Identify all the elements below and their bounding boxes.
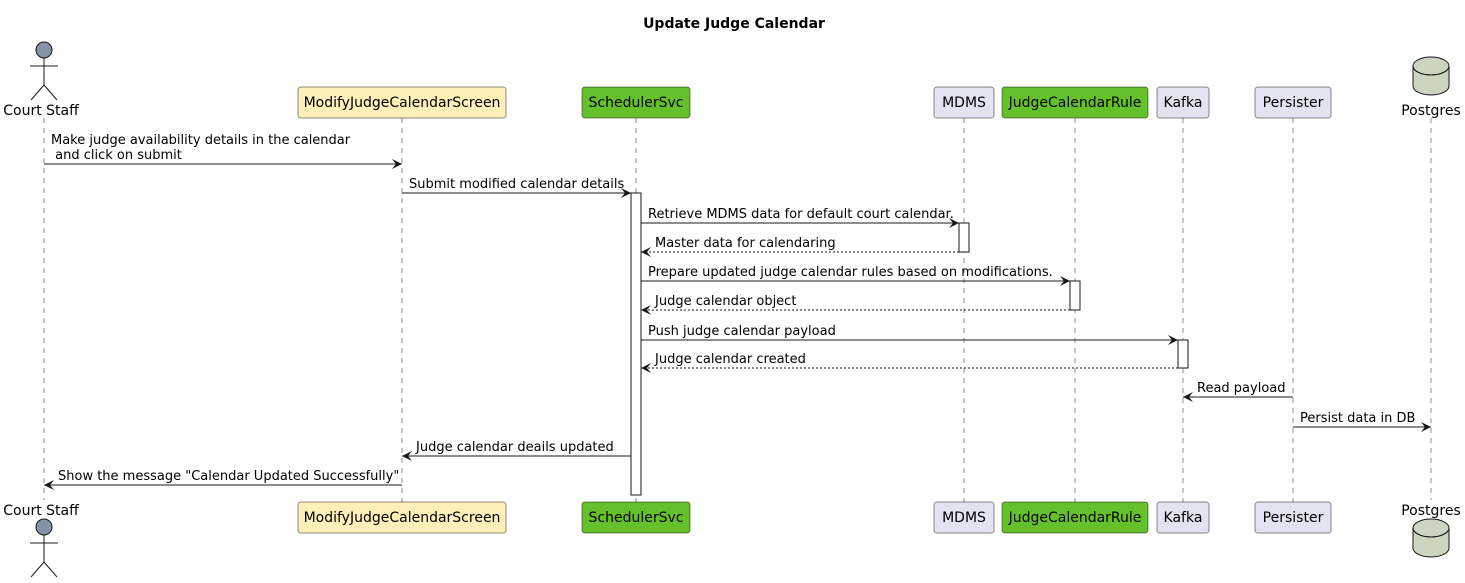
participant-scheduler: SchedulerSvc [581,86,691,119]
messages: Make judge availability details in the c… [44,133,1431,490]
message-5: Prepare updated judge calendar rules bas… [641,265,1070,286]
activation-bar-kafka [1177,339,1189,369]
message-label: Master data for calendaring [655,236,836,251]
participant-kafka: Kafka [1156,86,1210,119]
message-6: Judge calendar object [641,294,1070,315]
participant-persister: Persister [1254,501,1332,534]
participant-label: Court Staff [3,103,79,119]
participant-label: Persister [1263,510,1324,526]
participant-screen: ModifyJudgeCalendarScreen [297,86,507,119]
message-3: Retrieve MDMS data for default court cal… [641,207,959,228]
message-label: Make judge availability details in the c… [51,133,351,148]
message-12: Show the message "Calendar Updated Succe… [44,469,402,490]
message-2: Submit modified calendar details [402,177,631,198]
message-10: Persist data in DB [1293,411,1431,432]
participant-label: MDMS [942,510,986,526]
participant-scheduler: SchedulerSvc [581,501,691,534]
message-label: Judge calendar deails updated [415,440,614,455]
actor-court-staff: Court Staff [3,503,79,578]
message-1: Make judge availability details in the c… [44,133,402,169]
message-label: Judge calendar object [654,294,796,309]
activation-bar-scheduler [630,192,642,496]
participant-label: ModifyJudgeCalendarScreen [304,510,501,526]
participant-mdms: MDMS [933,501,995,534]
actor-court-staff: Court Staff [3,41,79,119]
participant-label: JudgeCalendarRule [1008,510,1142,526]
actor-head-icon [35,518,53,536]
message-label: Retrieve MDMS data for default court cal… [648,207,954,222]
message-9: Read payload [1183,381,1293,402]
participant-label: SchedulerSvc [589,95,684,111]
activation-bar-rule [1069,280,1081,311]
actor-head-icon [35,41,53,59]
participant-persister: Persister [1254,86,1332,119]
participant-label: SchedulerSvc [589,510,684,526]
participant-screen: ModifyJudgeCalendarScreen [297,501,507,534]
database-postgres-icon: Postgres [1401,56,1461,119]
message-label: Push judge calendar payload [648,324,836,339]
message-label: Judge calendar created [654,352,806,367]
diagram-title: Update Judge Calendar [643,16,825,32]
participant-label: JudgeCalendarRule [1008,95,1142,111]
message-11: Judge calendar deails updated [402,440,631,461]
participant-label: Kafka [1164,95,1203,111]
participant-kafka: Kafka [1156,501,1210,534]
database-postgres-icon: Postgres [1401,503,1461,558]
activation-bars [630,192,1189,496]
message-8: Judge calendar created [641,352,1178,373]
participant-rule: JudgeCalendarRule [1001,86,1149,119]
message-label: Submit modified calendar details [409,177,624,192]
message-label: and click on submit [51,148,182,163]
activation-bar-mdms [958,222,970,253]
message-7: Push judge calendar payload [641,324,1178,345]
participant-rule: JudgeCalendarRule [1001,501,1149,534]
message-label: Prepare updated judge calendar rules bas… [648,265,1053,280]
participant-label: Kafka [1164,510,1203,526]
message-label: Persist data in DB [1300,411,1415,426]
participant-mdms: MDMS [933,86,995,119]
participant-label: Postgres [1401,503,1461,519]
participant-label: MDMS [942,95,986,111]
message-label: Show the message "Calendar Updated Succe… [58,469,399,484]
participant-label: Court Staff [3,503,79,519]
message-label: Read payload [1197,381,1286,396]
participant-label: ModifyJudgeCalendarScreen [304,95,501,111]
participant-label: Persister [1263,95,1324,111]
message-4: Master data for calendaring [641,236,959,257]
participant-label: Postgres [1401,103,1461,119]
